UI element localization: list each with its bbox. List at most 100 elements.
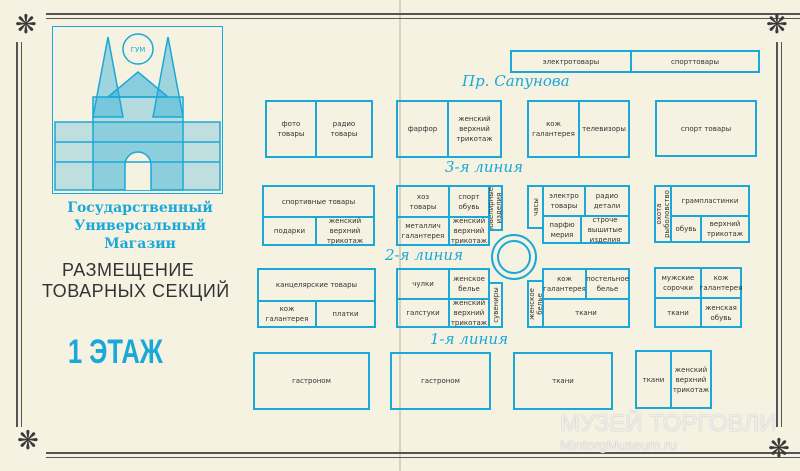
section-label: радио детали xyxy=(593,192,621,210)
section-label: мужские сорочки xyxy=(661,274,695,292)
store-section: постельное белье xyxy=(585,268,630,300)
store-section: женская обувь xyxy=(700,297,742,328)
street-sapunova: Пр. Сапунова xyxy=(462,72,570,90)
section-label: женский верхний трикотаж xyxy=(450,299,488,327)
store-section: грампластинки xyxy=(670,185,750,217)
fountain-inner-ring xyxy=(497,240,531,274)
section-label: женский верхний трикотаж xyxy=(450,217,488,245)
store-section: хоз товары xyxy=(396,185,450,218)
watermark-title: МУЗЕЙ ТОРГОВЛИ xyxy=(560,410,777,437)
fountain-outer-ring xyxy=(491,234,537,280)
street-line-3: 3-я линия xyxy=(445,158,523,176)
section-label: ткани xyxy=(575,309,597,317)
store-section: сувениры xyxy=(488,282,503,328)
store-section: ткани xyxy=(513,352,613,410)
section-label: строче вышитые изделия xyxy=(587,215,623,244)
section-label: электротовары xyxy=(542,57,600,66)
store-section: платки xyxy=(315,300,376,328)
section-label: хоз товары xyxy=(409,192,437,211)
store-section: радио детали xyxy=(584,185,630,217)
section-label: обувь xyxy=(675,225,697,233)
ornament-star-icon: ❋ xyxy=(768,434,790,464)
section-label: спорт обувь xyxy=(458,192,480,211)
gum-logo-icon xyxy=(122,33,154,65)
section-label: спортивные товары xyxy=(281,197,356,206)
frame-right-line xyxy=(776,42,778,427)
store-section: кож галантерея xyxy=(700,267,742,299)
frame-right-line-inner xyxy=(781,42,782,427)
frame-top-line xyxy=(46,13,800,15)
store-section: ткани xyxy=(635,350,672,409)
floor-number: 1 xyxy=(68,333,83,371)
gum-building-illustration: ГУМ xyxy=(52,26,223,194)
store-name-line-2: Универсальный xyxy=(73,218,207,234)
section-label: парфю мерия xyxy=(549,220,575,239)
section-label: ткани xyxy=(552,377,574,385)
store-section: фото товары xyxy=(265,100,317,158)
title-line-2: ТОВАРНЫХ СЕКЦИЙ xyxy=(42,281,230,301)
frame-bottom-line xyxy=(46,452,800,454)
section-label: женское белье xyxy=(453,275,485,293)
store-section: ткани xyxy=(654,297,702,328)
section-label: кож галантерея xyxy=(265,305,309,323)
store-section: кож галантерея xyxy=(527,100,580,158)
store-section: спорттовары xyxy=(630,50,760,73)
store-section: женский верхний трикотаж xyxy=(448,298,490,328)
store-section: женский верхний трикотаж xyxy=(448,216,490,246)
store-section: галстуки xyxy=(396,298,450,328)
section-label: женский верхний трикотаж xyxy=(672,365,710,394)
gum-logo-text: ГУМ xyxy=(131,46,146,54)
street-line-2: 2-я линия xyxy=(385,246,463,264)
section-label: кож галантерея xyxy=(532,120,575,138)
section-label: женский верхний трикотаж xyxy=(456,115,493,143)
floor-label: 1 ЭТАЖ xyxy=(68,333,163,372)
store-section: строче вышитые изделия xyxy=(580,215,630,244)
store-section: спорт товары xyxy=(655,100,757,157)
section-label: галстуки xyxy=(406,309,440,317)
store-section: женский верхний трикотаж xyxy=(315,216,375,246)
section-label: верхний трикотаж xyxy=(706,220,744,238)
store-name-line-3: Магазин xyxy=(104,236,176,252)
section-label: сувениры xyxy=(491,287,500,323)
store-name-line-1: Государственный xyxy=(67,200,213,216)
section-label: гастроном xyxy=(292,377,331,385)
section-label: женская обувь xyxy=(705,303,737,322)
street-line-1: 1-я линия xyxy=(430,330,508,348)
store-section: радио товары xyxy=(315,100,373,158)
section-label: чулки xyxy=(412,280,434,288)
store-section: телевизоры xyxy=(578,100,630,158)
store-section: чулки xyxy=(396,268,450,300)
section-label: постельное белье xyxy=(586,275,629,293)
section-label: фарфор xyxy=(407,125,438,133)
store-section: металлич галантерея xyxy=(396,216,450,246)
store-section: ювелирные изделия xyxy=(488,185,504,231)
section-label: металлич галантерея xyxy=(401,222,445,240)
floor-word: ЭТАЖ xyxy=(89,333,163,371)
store-section: спорт обувь xyxy=(448,185,490,218)
section-label: гастроном xyxy=(421,377,460,385)
ornament-star-icon: ❋ xyxy=(17,426,39,456)
section-label: фото товары xyxy=(277,120,305,138)
frame-bottom-line-inner xyxy=(46,457,800,458)
store-section: ткани xyxy=(542,298,630,328)
section-label: кож галантерея xyxy=(543,275,586,293)
section-label: подарки xyxy=(273,227,306,235)
store-section: электро товары xyxy=(542,185,586,217)
store-section: женское белье xyxy=(448,268,490,300)
store-section: мужские сорочки xyxy=(654,267,702,299)
section-label: платки xyxy=(332,310,359,318)
section-label: электро товары xyxy=(549,192,579,210)
section-label: радио товары xyxy=(330,120,358,138)
store-section: фарфор xyxy=(396,100,449,158)
section-label: ткани xyxy=(642,375,665,384)
store-section: обувь xyxy=(670,215,702,243)
store-section: женский верхний трикотаж xyxy=(447,100,502,158)
ornament-star-icon: ❋ xyxy=(15,10,37,40)
page-fold xyxy=(399,0,401,471)
store-section: кож галантерея xyxy=(257,300,317,328)
frame-left-line xyxy=(16,42,18,427)
section-label: охота рыболовство xyxy=(655,190,672,238)
store-section: верхний трикотаж xyxy=(700,215,750,243)
section-label: ткани xyxy=(667,308,689,317)
section-label: женский верхний трикотаж xyxy=(326,217,364,245)
